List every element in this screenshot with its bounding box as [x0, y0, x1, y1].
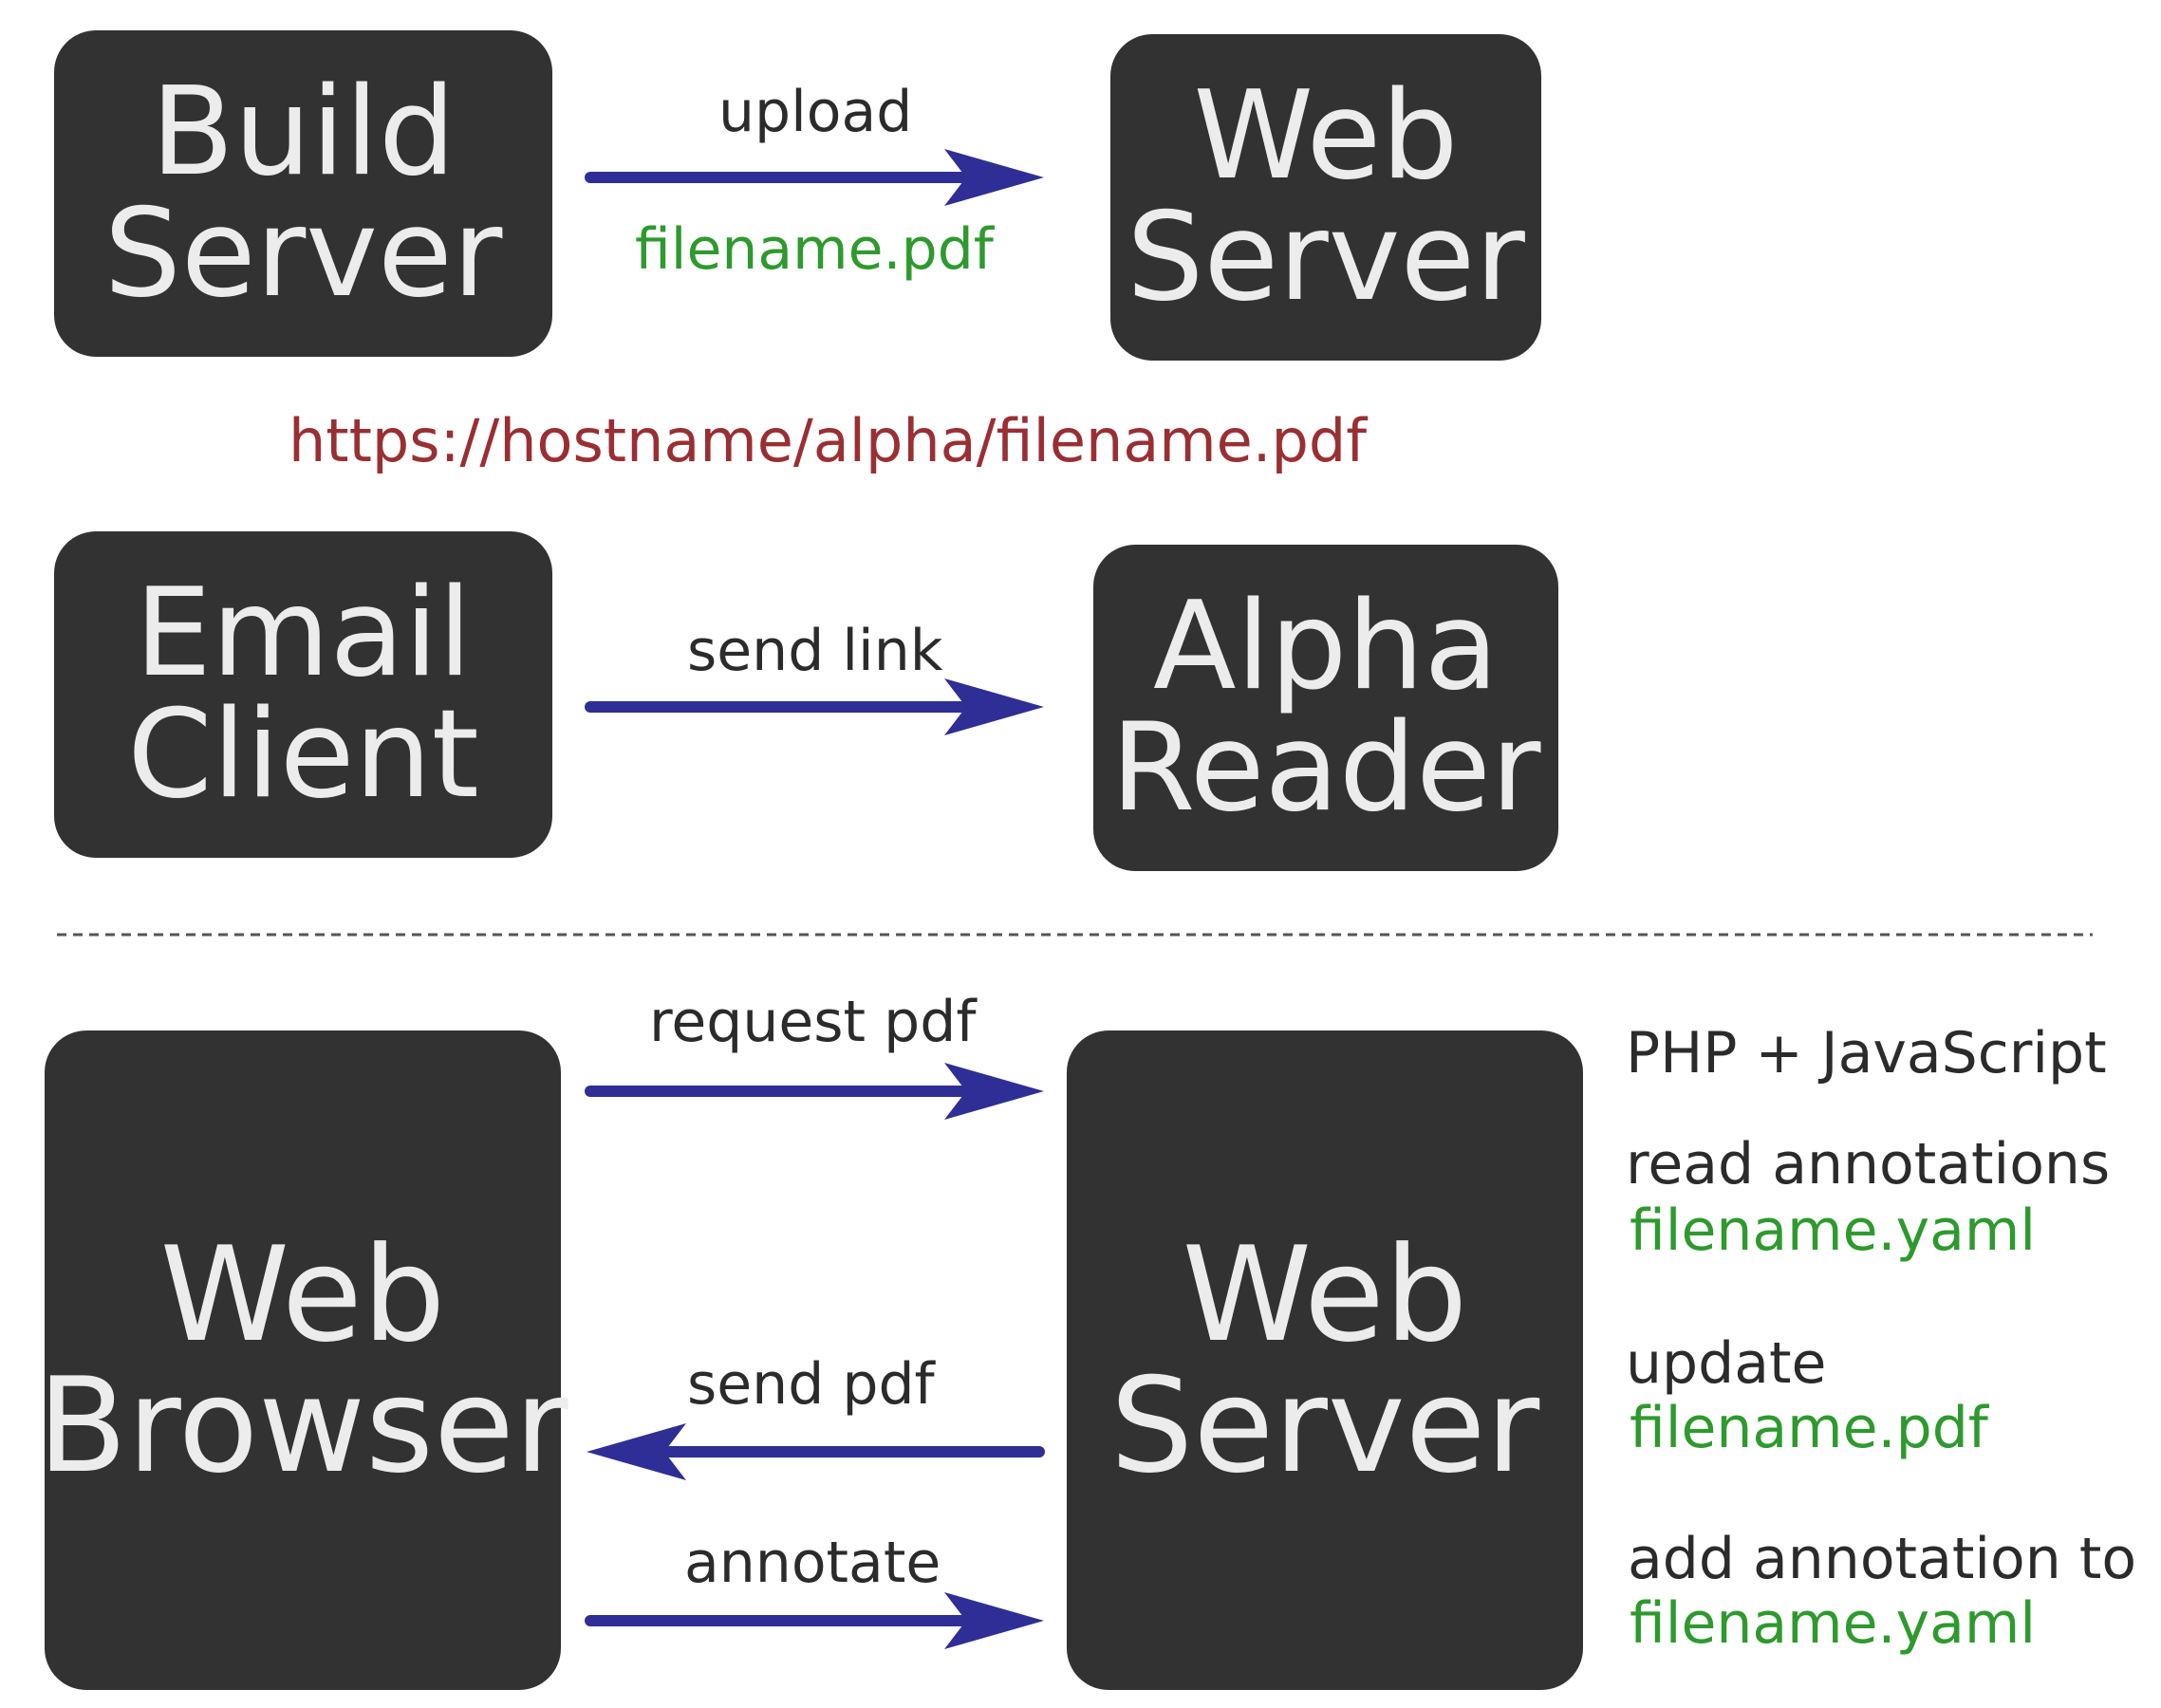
add-annotation-note: add annotation to: [1628, 1526, 2137, 1592]
build-server-label-line2: Server: [103, 183, 503, 325]
web-server-bottom-label-line1: Web: [1182, 1217, 1468, 1371]
email-client-node: Email Client: [54, 531, 552, 858]
web-server-bottom-node: Web Server: [1067, 1030, 1583, 1690]
update-note: update: [1626, 1330, 1827, 1397]
email-client-label-line2: Client: [127, 684, 479, 826]
build-server-label-line1: Build: [150, 62, 456, 203]
stack-note: PHP + JavaScript: [1626, 1020, 2107, 1086]
alpha-reader-label-line1: Alpha: [1153, 576, 1499, 717]
read-annotations-note: read annotations: [1626, 1131, 2111, 1197]
read-annotations-file: filename.yaml: [1630, 1197, 2036, 1264]
send-pdf-arrow: [587, 1423, 1045, 1480]
alpha-reader-label-line2: Reader: [1110, 697, 1541, 839]
send-link-label: send link: [687, 618, 943, 684]
upload-filename-label: filename.pdf: [635, 216, 994, 283]
send-link-arrow: [585, 678, 1044, 735]
build-server-node: Build Server: [54, 30, 552, 357]
web-browser-label-line1: Web: [159, 1217, 446, 1371]
web-server-top-label-line2: Server: [1127, 187, 1525, 328]
annotate-arrow: [585, 1592, 1044, 1649]
request-pdf-arrow: [585, 1063, 1044, 1120]
web-browser-node: Web Browser: [37, 1030, 568, 1690]
web-server-bottom-label-line2: Server: [1109, 1348, 1540, 1502]
request-pdf-label: request pdf: [649, 989, 977, 1055]
web-server-top-node: Web Server: [1110, 34, 1541, 361]
web-server-top-label-line1: Web: [1193, 65, 1459, 207]
annotate-label: annotate: [684, 1530, 941, 1596]
send-pdf-label: send pdf: [687, 1351, 935, 1418]
email-client-label-line1: Email: [134, 563, 473, 704]
web-browser-label-line2: Browser: [37, 1348, 568, 1502]
alpha-reader-node: Alpha Reader: [1093, 545, 1558, 871]
add-annotation-file: filename.yaml: [1630, 1590, 2036, 1657]
update-file: filename.pdf: [1630, 1395, 1988, 1461]
alpha-url-label: https://hostname/alpha/filename.pdf: [289, 406, 1368, 475]
upload-arrow: [585, 149, 1044, 206]
upload-label: upload: [718, 79, 913, 145]
